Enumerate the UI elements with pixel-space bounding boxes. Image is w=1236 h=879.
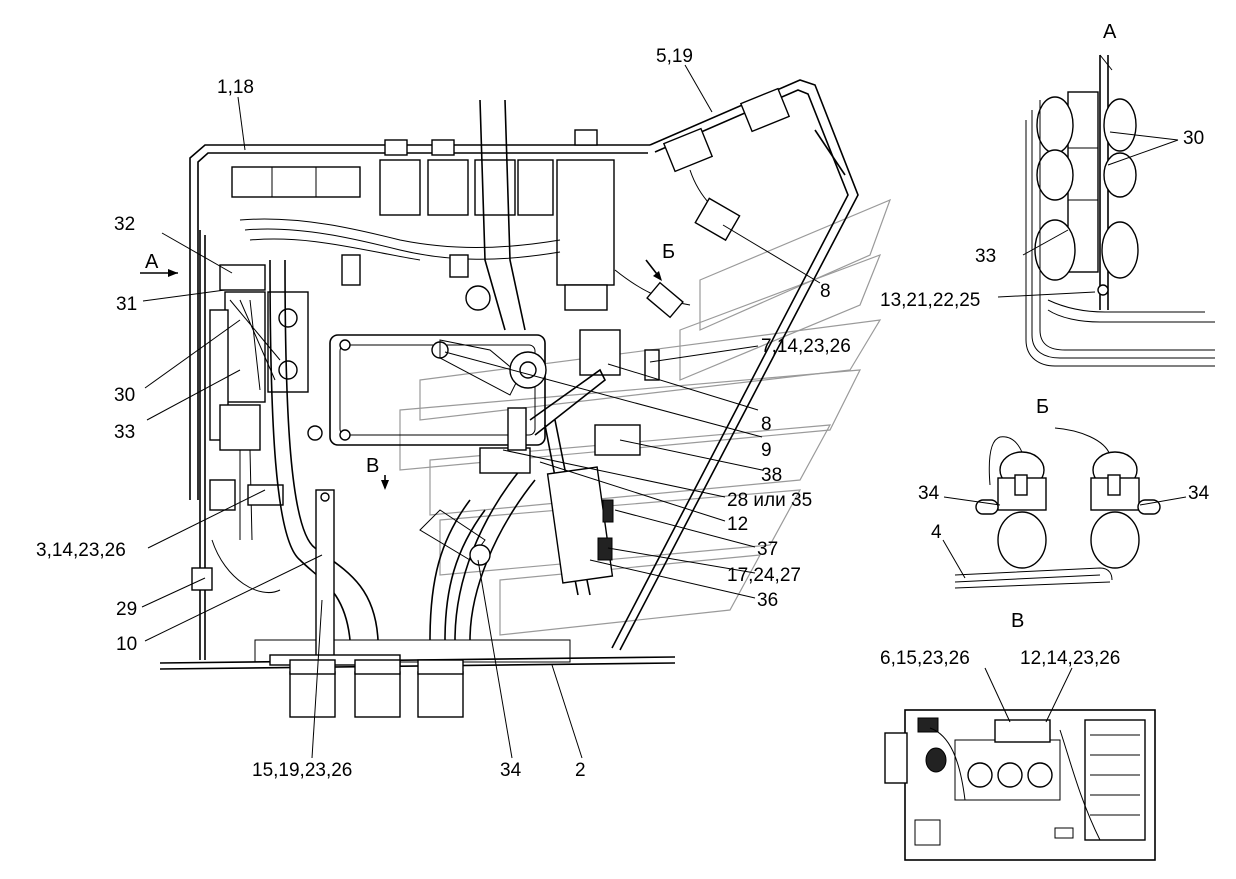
callout-5-19: 5,19 <box>656 46 693 67</box>
view-b-callout-34-left: 34 <box>918 483 940 504</box>
callout-17-24-27: 17,24,27 <box>727 565 801 586</box>
callout-15-19-23-26: 15,19,23,26 <box>252 760 352 781</box>
ghost-bracket-outlines <box>399 198 892 636</box>
terminal-strip <box>191 264 309 594</box>
view-title-b: Б <box>1036 396 1049 418</box>
callout-36: 36 <box>757 590 778 611</box>
arrow-label-a: А <box>145 251 159 273</box>
view-arrows <box>140 259 662 490</box>
callout-7-14-23-26: 7,14,23,26 <box>761 336 851 357</box>
cable-duct <box>479 99 526 331</box>
callout-10: 10 <box>116 634 137 655</box>
callout-31: 31 <box>116 294 137 315</box>
callout-32: 32 <box>114 214 135 235</box>
callout-2: 2 <box>575 760 586 781</box>
view-v-callout-6-15-23-26: 6,15,23,26 <box>880 648 970 669</box>
callout-37: 37 <box>757 539 778 560</box>
leader-lines <box>141 64 821 759</box>
top-relay-block <box>231 129 615 311</box>
cover-plate <box>307 285 547 446</box>
callout-1-18: 1,18 <box>217 77 254 98</box>
callout-12: 12 <box>727 514 748 535</box>
panel-connectors <box>579 87 791 381</box>
callout-28-or-35: 28 или 35 <box>727 490 812 511</box>
view-title-v: В <box>1011 610 1024 632</box>
callout-34: 34 <box>500 760 522 781</box>
callout-9: 9 <box>761 440 772 461</box>
view-b-callout-34-right: 34 <box>1188 483 1210 504</box>
view-a-callout-30: 30 <box>1183 128 1204 149</box>
callout-labels: 1,18 5,19 32 31 30 33 8 7,14,23,26 8 9 3… <box>36 46 851 781</box>
callout-33: 33 <box>114 422 135 443</box>
view-title-a: А <box>1103 21 1117 43</box>
callout-29: 29 <box>116 599 137 620</box>
callout-8-lower: 8 <box>761 414 772 435</box>
main-view: 1,18 5,19 32 31 30 33 8 7,14,23,26 8 9 3… <box>36 46 892 781</box>
cable-glands <box>269 654 464 718</box>
switch-bracket <box>419 368 641 596</box>
callout-8-upper: 8 <box>820 281 831 302</box>
view-a: А 30 33 13,21,22,25 <box>880 21 1215 367</box>
view-b: Б 34 34 4 <box>918 396 1210 589</box>
callout-3-14-23-26: 3,14,23,26 <box>36 540 126 561</box>
view-a-callout-33: 33 <box>975 246 996 267</box>
arrow-label-b: Б <box>662 241 675 263</box>
view-b-callout-4: 4 <box>931 522 942 543</box>
view-v: В 6,15,23,26 12,14,23,26 <box>880 610 1156 861</box>
view-a-callout-13-21-22-25: 13,21,22,25 <box>880 290 980 311</box>
view-v-callout-12-14-23-26: 12,14,23,26 <box>1020 648 1120 669</box>
callout-38: 38 <box>761 465 782 486</box>
arrow-label-v: В <box>366 455 379 477</box>
callout-30: 30 <box>114 385 135 406</box>
